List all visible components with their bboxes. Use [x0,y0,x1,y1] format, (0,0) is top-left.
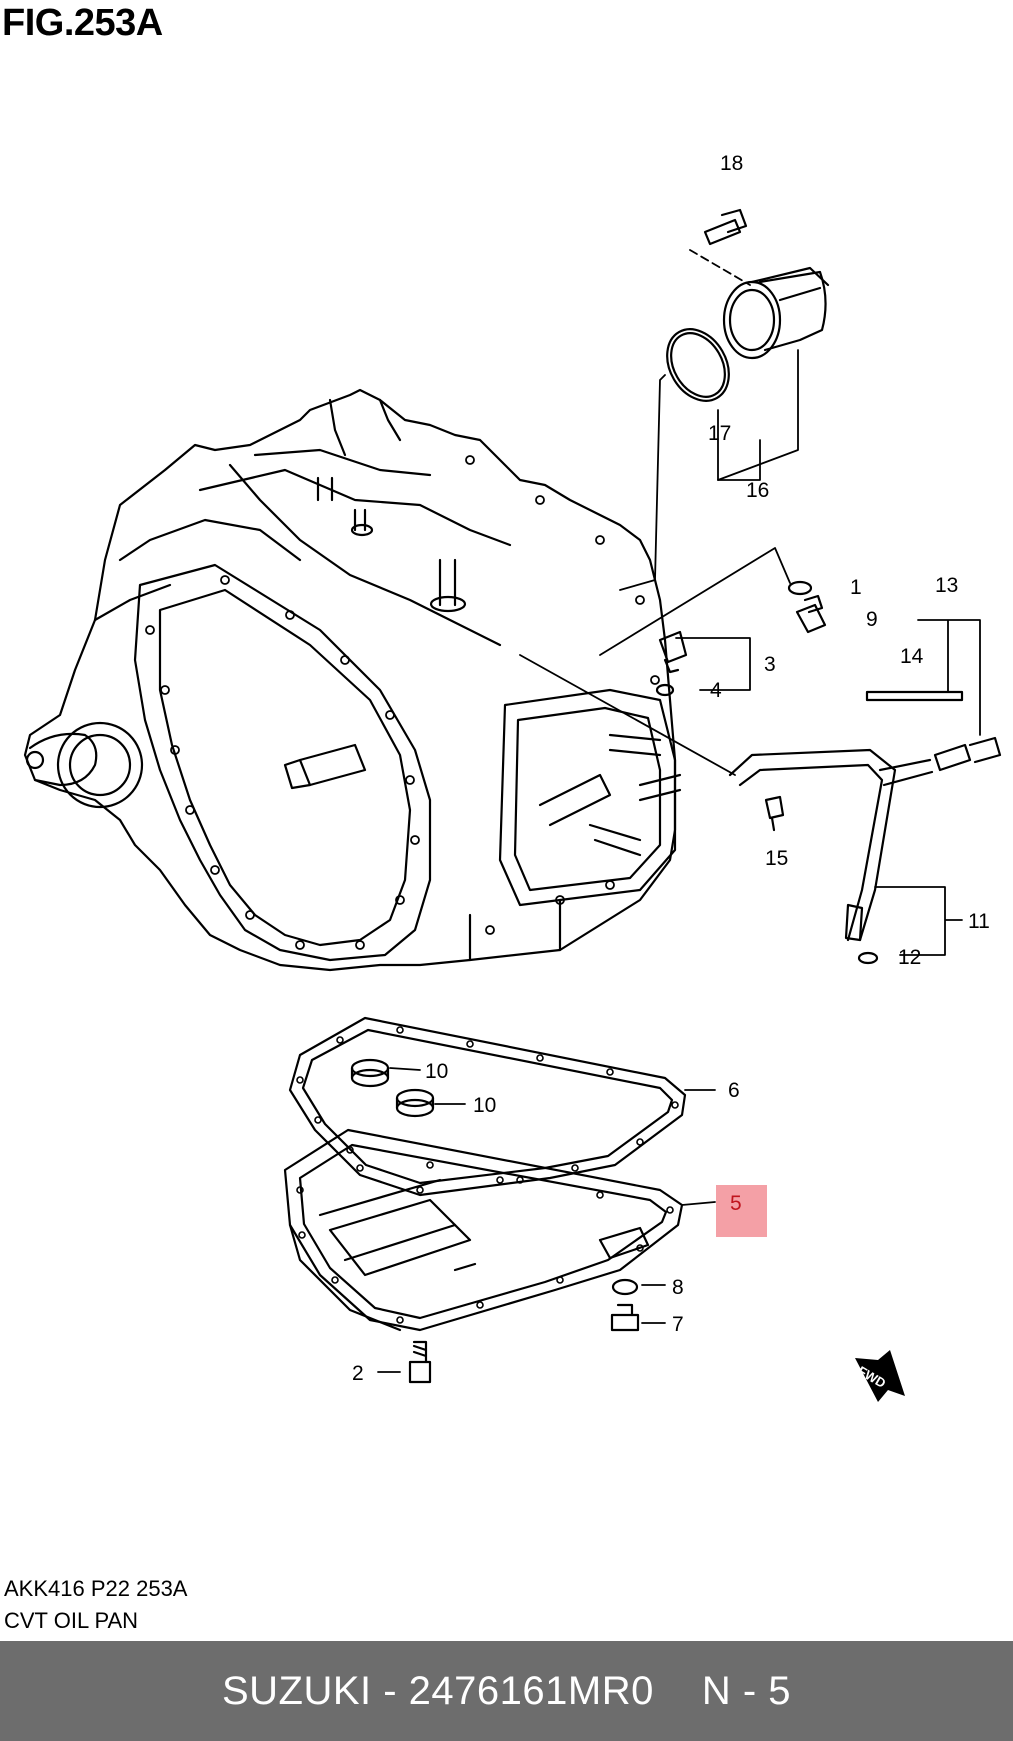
footer-part-number: SUZUKI - 2476161MR0 [221,1668,654,1713]
callout-10a: 10 [425,1060,448,1083]
bolt-15 [764,795,785,832]
callout-5: 5 [730,1192,742,1215]
callout-16: 16 [746,479,769,502]
figure-name: CVT OIL PAN [4,1608,139,1633]
callout-14: 14 [900,645,924,668]
callout-18: 18 [720,152,743,175]
footer-bar: SUZUKI - 2476161MR0 N - 5 [0,1641,1013,1741]
figure-title: FIG.253A [2,2,163,44]
callout-7: 7 [672,1313,684,1336]
callout-9: 9 [866,608,878,631]
callout-11: 11 [968,910,990,933]
seal-10b [395,1088,435,1118]
exploded-parts-diagram: FWD 5 18 17 16 1 9 3 4 13 14 15 11 12 10… [23,152,1002,1402]
callout-12: 12 [898,946,921,969]
footer-reference: N - 5 [701,1668,792,1713]
callout-8: 8 [672,1276,684,1299]
callout-15: 15 [765,847,788,870]
callout-13: 13 [935,574,958,597]
bolt-2 [408,1340,432,1384]
callout-2: 2 [352,1362,364,1385]
o-ring-12 [857,951,879,965]
callout-17: 17 [708,422,731,445]
fwd-arrow-icon: FWD [855,1350,905,1402]
callout-10b: 10 [473,1094,496,1117]
strip-14 [865,690,964,702]
plug-9 [795,594,827,634]
o-ring-4 [655,683,675,697]
seal-10a [350,1058,390,1088]
washer-1 [787,580,813,596]
callout-3: 3 [764,653,776,676]
oil-pan-5 [283,1128,684,1332]
callout-1: 1 [850,576,862,599]
figure-code: AKK416 P22 253A [4,1576,188,1601]
sensor-3 [658,630,688,674]
highlight-part-5 [716,1185,767,1237]
filler-cover-assembly [666,208,830,402]
callout-6: 6 [728,1079,740,1102]
washer-8 [611,1278,639,1296]
cooler-pipe-11 [728,736,1002,942]
callout-4: 4 [710,679,722,702]
leader-lines [519,249,981,956]
cvt-transmission-housing [23,388,682,972]
gasket-6 [288,1016,687,1197]
drain-plug-7 [610,1303,640,1332]
